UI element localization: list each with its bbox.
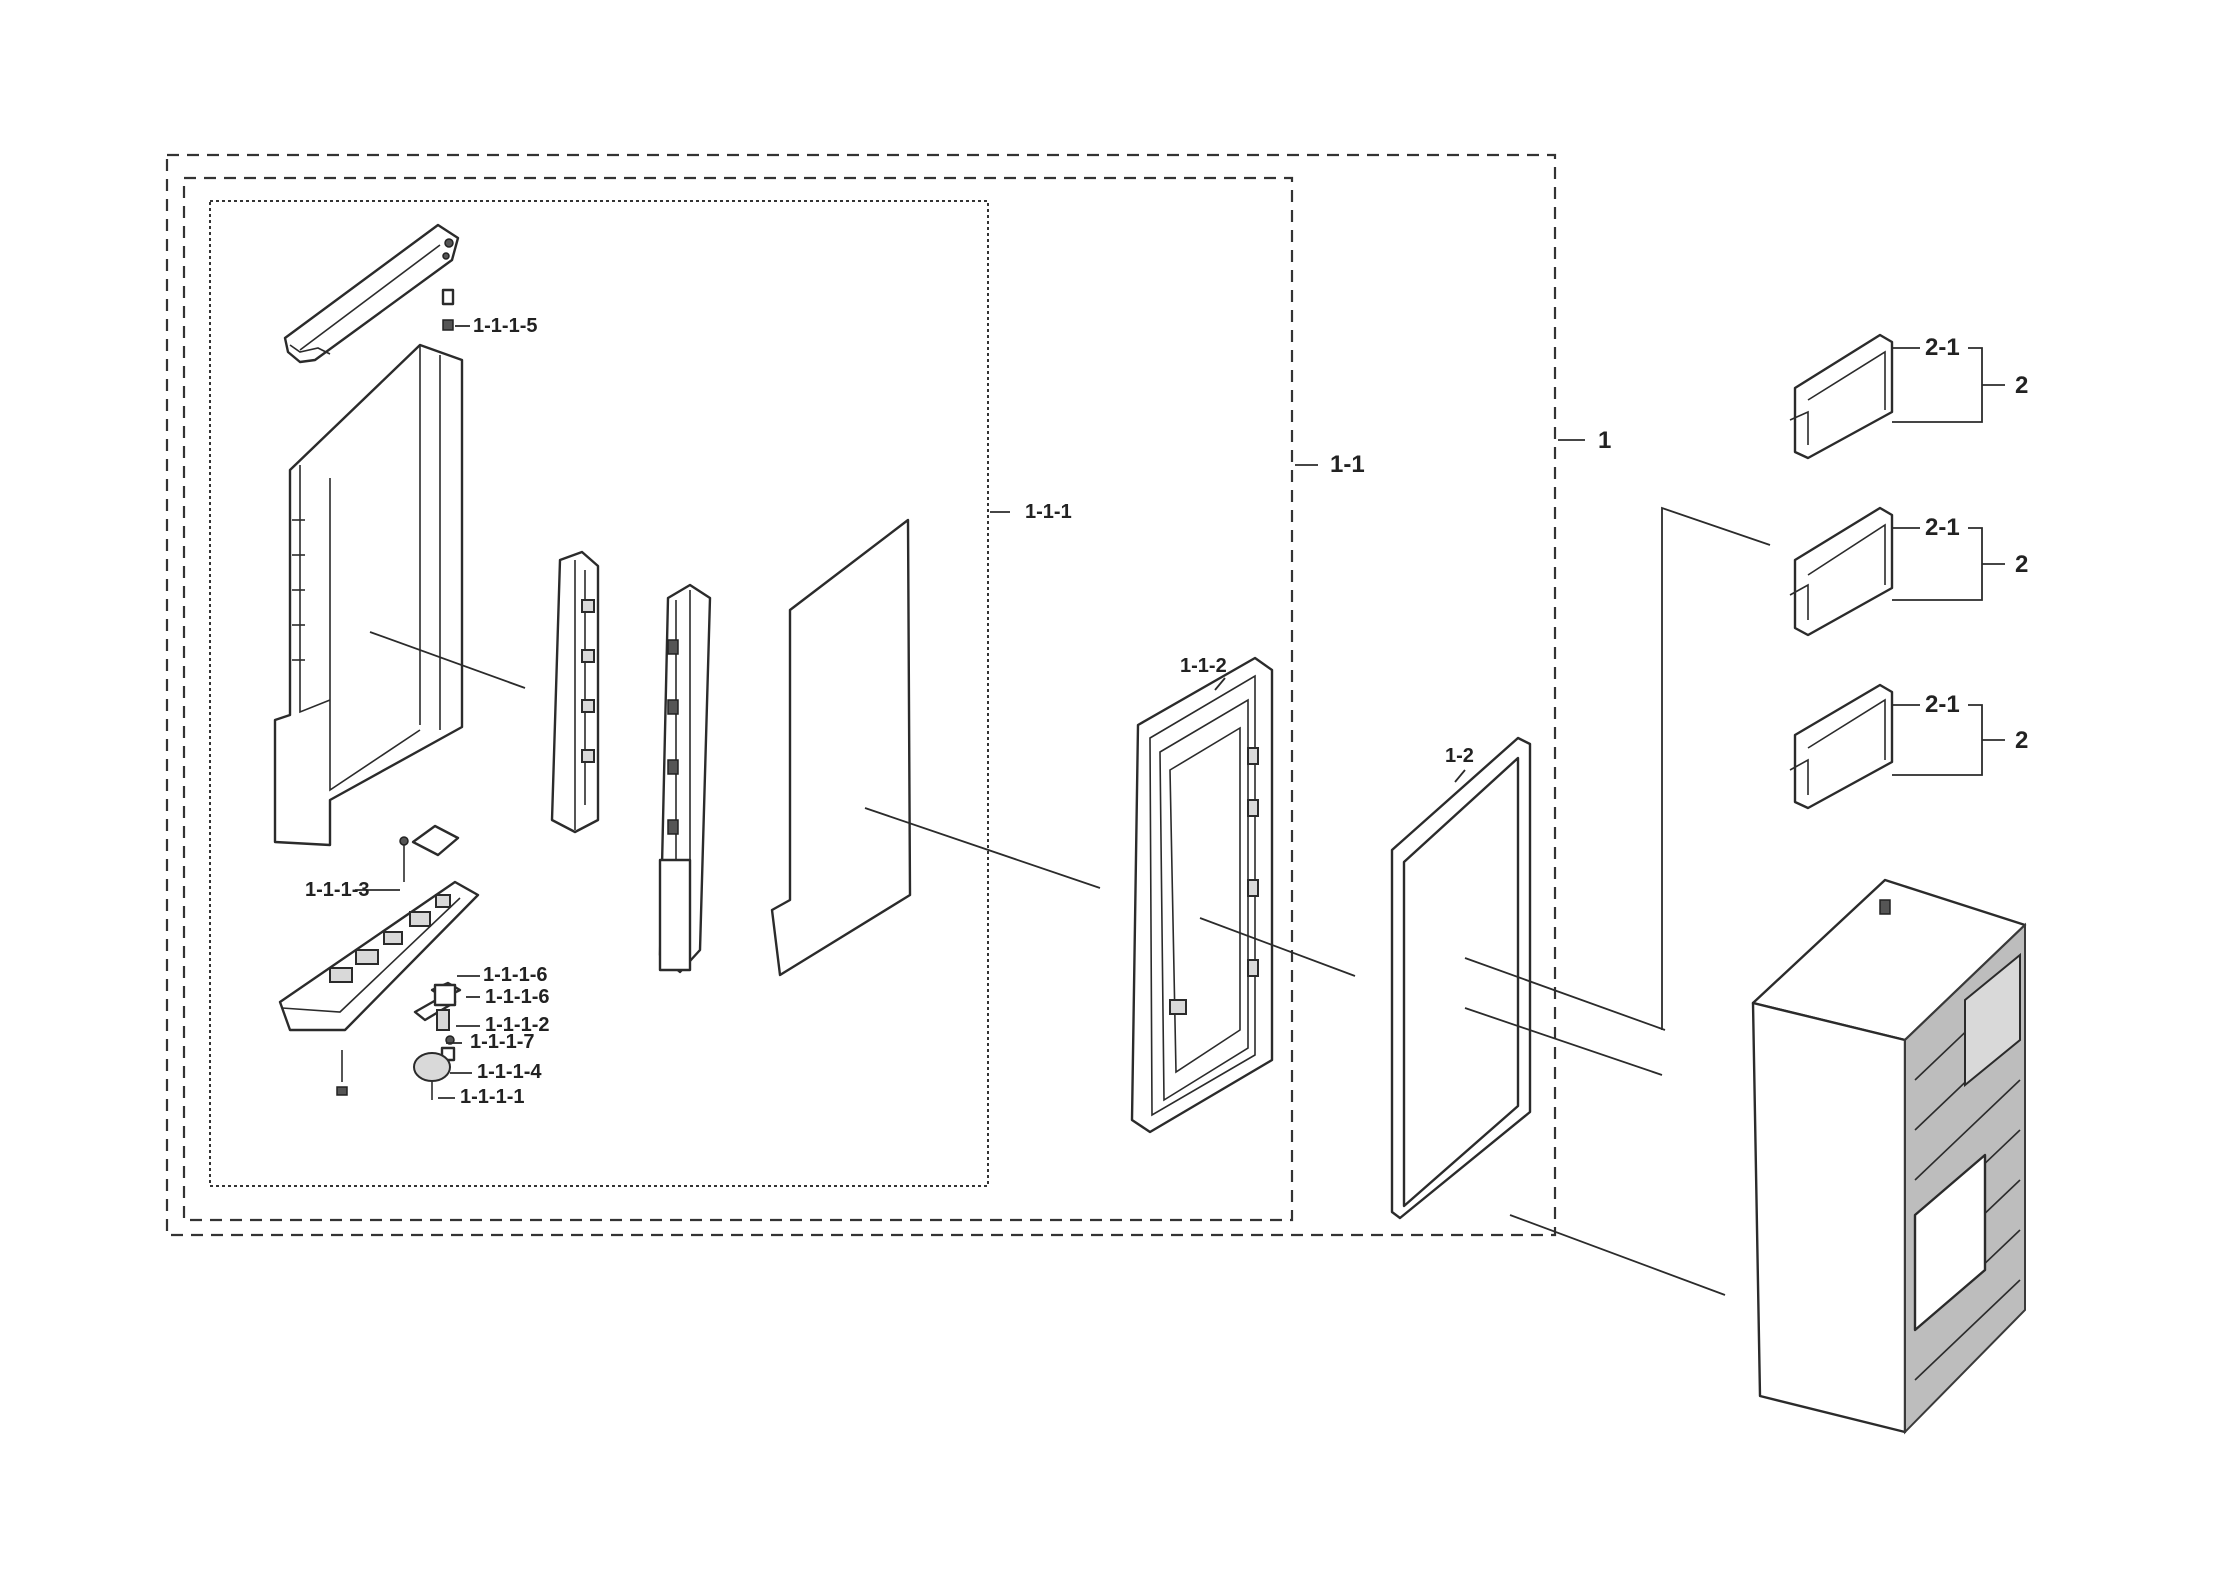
assembly-1-frame: [165, 153, 1557, 1237]
door-insulation-sheet: [770, 518, 912, 977]
door-liner: [1130, 656, 1274, 1134]
assembly-1-1-frame: [182, 176, 1294, 1222]
callout-1-1-1: 1-1-1: [1025, 501, 1072, 523]
lower-small-parts: [336, 981, 462, 1100]
hinge-cover-screw: [441, 288, 455, 331]
callout-1-1: 1-1: [1330, 451, 1365, 478]
svg-text:2: 2: [2015, 372, 2028, 399]
door-bin-middle: [1789, 506, 1894, 637]
callout-1-1-1-5: 1-1-1-5: [473, 315, 537, 337]
door-bin-top: [1789, 333, 1894, 460]
door-bin-bottom: [1789, 683, 1894, 810]
refrigerator-cabinet: [1751, 878, 2027, 1435]
svg-text:2: 2: [2015, 727, 2028, 754]
callout-1-1-1-1: 1-1-1-1: [460, 1086, 524, 1108]
door-gasket: [1390, 736, 1532, 1220]
bin-top-callouts: 2-1 2: [1892, 334, 2028, 423]
callout-1-1-2: 1-1-2: [1180, 655, 1227, 677]
bin-bottom-callouts: 2-1 2: [1892, 691, 2028, 776]
top-hinge-cover: [283, 223, 460, 364]
callout-1-2: 1-2: [1445, 745, 1474, 767]
vertical-rail: [658, 583, 712, 974]
callout-1-1-1-2: 1-1-1-2: [485, 1014, 549, 1036]
svg-text:2: 2: [2015, 551, 2028, 578]
callout-1-1-1-3: 1-1-1-3: [305, 879, 369, 901]
outer-door-panel: [273, 343, 464, 847]
small-cap-part: [399, 824, 460, 882]
svg-text:2-1: 2-1: [1925, 334, 1960, 361]
bin-middle-callouts: 2-1 2: [1892, 514, 2028, 601]
callout-1-1-1-6b: 1-1-1-6: [485, 986, 549, 1008]
callout-1-1-1-4: 1-1-1-4: [477, 1061, 542, 1083]
lower-hinge-plate: [278, 880, 480, 1032]
svg-text:2-1: 2-1: [1925, 691, 1960, 718]
callout-1-1-1-7: 1-1-1-7: [470, 1031, 534, 1053]
callout-1: 1: [1598, 427, 1611, 454]
svg-text:2-1: 2-1: [1925, 514, 1960, 541]
vertical-bracket: [550, 550, 600, 834]
callout-1-1-1-6a: 1-1-1-6: [483, 964, 547, 986]
